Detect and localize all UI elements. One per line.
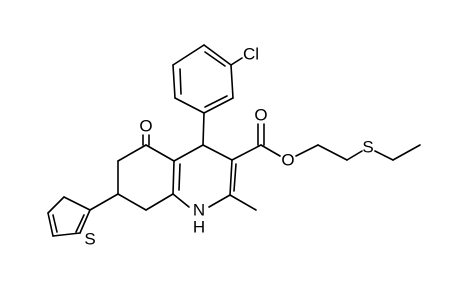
ethylthioethyl-chain — [295, 144, 421, 161]
ester-group — [231, 123, 281, 161]
chlorine-label: Cl — [243, 44, 259, 63]
dihydropyridine-ring — [172, 144, 237, 208]
thiophene-sulfur-label: S — [84, 229, 95, 248]
amine-nitrogen-label: N — [193, 200, 205, 219]
amine-hydrogen-label: H — [193, 217, 205, 236]
ester-ether-o-label: O — [281, 150, 294, 169]
ketone-oxygen-label: O — [139, 116, 152, 135]
methyl-bond — [229, 194, 257, 211]
atom-label-layer: Cl O O O S S N H — [84, 44, 373, 248]
bond-layer — [47, 44, 421, 237]
aryl-c4-bond — [202, 112, 205, 146]
ring-to-chlorine-bond — [230, 57, 243, 66]
cyclohexanone-ring — [117, 144, 175, 211]
thioether-sulfur-label: S — [362, 137, 373, 156]
thiophene-link-bond — [89, 193, 119, 211]
ester-carbonyl-o-label: O — [254, 105, 267, 124]
thiophene-ring — [47, 196, 91, 237]
chlorophenyl-ring — [172, 44, 234, 114]
